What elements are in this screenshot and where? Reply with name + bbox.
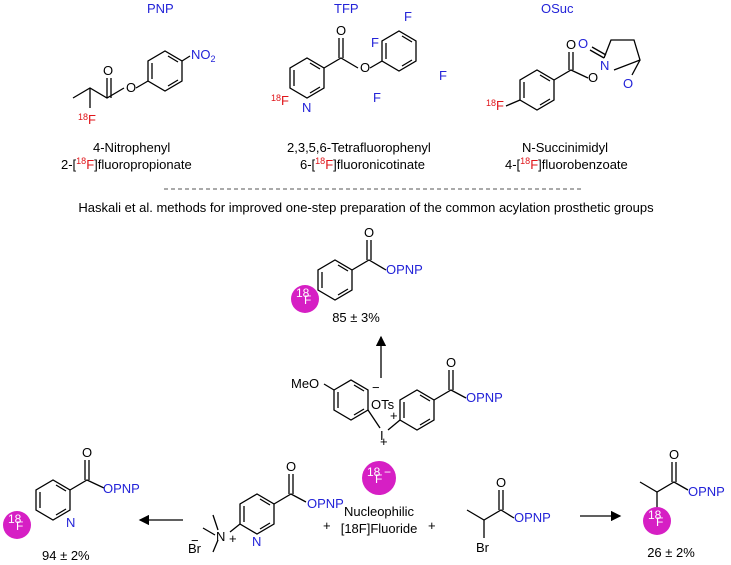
pnp-f: F <box>88 112 96 127</box>
top-product-18f-badge <box>291 285 319 313</box>
tfp-label: TFP <box>334 1 359 16</box>
fluoride-minus: − <box>384 465 391 479</box>
tfp-ring-n: N <box>302 100 311 115</box>
pnp-f-isotope: 18 <box>78 112 88 122</box>
osuc-f: F <box>496 98 504 113</box>
ammonium-minus: − <box>191 533 199 548</box>
top-product-yield: 85 ± 3% <box>332 310 380 325</box>
fluoride-18f-badge <box>362 461 396 495</box>
left-product-yield: 94 ± 2% <box>42 548 90 563</box>
pnp-carbonyl-o: O <box>103 63 113 78</box>
tfp-f2: F <box>404 9 412 24</box>
ammonium-opnp: OPNP <box>307 496 344 511</box>
iodonium-minus: − <box>372 380 380 395</box>
iodonium-meo: MeO <box>291 376 319 391</box>
right-product: O OPNP 18 F 26 ± 2% <box>639 447 725 560</box>
top-product-carbonyl-o: O <box>364 225 374 240</box>
tfp-ester-o: O <box>360 60 370 75</box>
osuc-f-isotope: 18 <box>486 98 496 108</box>
osuc-name-line1: N-Succinimidyl <box>522 140 608 155</box>
iodonium-plus2: + <box>380 434 388 449</box>
osuc-n: N <box>600 58 609 73</box>
osuc-ester-o: O <box>588 70 598 85</box>
tfp-f3: F <box>439 68 447 83</box>
ammonium-plus: + <box>229 531 237 546</box>
tfp-f4: F <box>373 90 381 105</box>
tfp-name-line1: 2,3,5,6-Tetrafluorophenyl <box>287 140 431 155</box>
pnp-label: PNP <box>147 1 174 16</box>
tfp-f: F <box>281 93 289 108</box>
top-product: O OPNP 18 F 85 ± 3% <box>291 225 423 325</box>
bromo-br: Br <box>476 540 490 555</box>
top-product-f-isotope: 18 <box>296 286 310 300</box>
iodonium-i: I <box>380 428 384 443</box>
ammonium-n-plus: N <box>216 529 225 544</box>
iodonium-opnp: OPNP <box>466 390 503 405</box>
top-product-f: F <box>304 293 311 307</box>
top-product-opnp: OPNP <box>386 262 423 277</box>
pnp-name-line2: 2-[18F]fluoropropionate <box>61 156 192 172</box>
right-product-f: F <box>656 515 663 529</box>
left-product-carbonyl-o: O <box>82 445 92 460</box>
right-product-f-isotope: 18 <box>648 508 662 522</box>
left-product-n: N <box>66 515 75 530</box>
fluoride-f: F <box>375 472 382 486</box>
bromo-carbonyl-o: O <box>496 475 506 490</box>
tfp-carbonyl-o: O <box>336 23 346 38</box>
osuc-imide-o1: O <box>578 36 588 51</box>
bromo-precursor: Br O OPNP <box>466 475 551 555</box>
iodonium-salt: MeO − OTs + I + O OPNP <box>291 355 503 449</box>
right-product-yield: 26 ± 2% <box>647 545 695 560</box>
left-product-f: F <box>16 519 23 533</box>
ammonium-ring-n: N <box>252 534 261 549</box>
plus-left: + <box>323 518 331 533</box>
tfp-name-line2: 6-[18F]fluoronicotinate <box>300 156 425 172</box>
iodonium-plus1: + <box>390 408 398 423</box>
iodonium-carbonyl-o: O <box>446 355 456 370</box>
tfp-structure: N 18 F O O F F F F <box>271 9 447 115</box>
pnp-structure: O O NO2 18 F <box>72 47 216 127</box>
left-product-18f-badge <box>3 511 31 539</box>
left-product: N O OPNP 18 F 94 ± 2% <box>3 445 140 563</box>
tfp-f1: F <box>371 35 379 50</box>
fluoride-line1: Nucleophilic <box>344 504 415 519</box>
pnp-nitro: NO2 <box>191 47 216 64</box>
right-product-18f-badge <box>643 507 671 535</box>
tfp-f-isotope: 18 <box>271 93 281 103</box>
iodonium-ots: OTs <box>371 397 395 412</box>
subtitle: Haskali et al. methods for improved one-… <box>78 200 654 215</box>
ammonium-carbonyl-o: O <box>286 459 296 474</box>
right-product-carbonyl-o: O <box>669 447 679 462</box>
fluoride-reagent: 18 F − Nucleophilic [18F]Fluoride + + <box>323 461 436 536</box>
osuc-label: OSuc <box>541 1 574 16</box>
osuc-structure: 18 F O O N O O <box>486 36 641 113</box>
osuc-imide-o2: O <box>623 76 633 91</box>
plus-right: + <box>428 518 436 533</box>
ammonium-br: Br <box>188 541 202 556</box>
pnp-ester-o: O <box>126 80 136 95</box>
pnp-name-line1: 4-Nitrophenyl <box>93 140 170 155</box>
left-product-f-isotope: 18 <box>8 512 22 526</box>
left-product-opnp: OPNP <box>103 481 140 496</box>
right-product-opnp: OPNP <box>688 484 725 499</box>
osuc-carbonyl-o: O <box>566 37 576 52</box>
osuc-name-line2: 4-[18F]fluorobenzoate <box>505 156 628 172</box>
ammonium-precursor: − Br N + N O OPNP <box>188 459 344 556</box>
bromo-opnp: OPNP <box>514 510 551 525</box>
fluoride-line2: [18F]Fluoride <box>341 521 418 536</box>
fluoride-isotope: 18 <box>367 465 381 479</box>
